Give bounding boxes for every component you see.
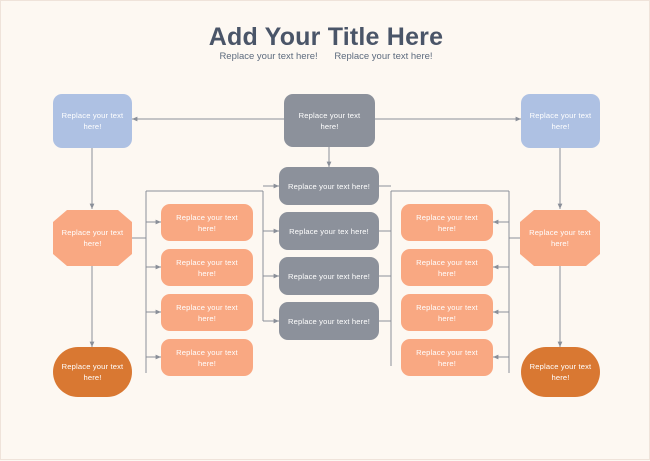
node-left-column-2[interactable]: Replace your text here! (161, 249, 253, 286)
subtitle-part-2: Replace your text here! (334, 51, 433, 62)
subtitle-part-1: Replace your text here! (219, 51, 318, 62)
node-left-column-3-label: Replace your text here! (176, 302, 238, 323)
node-mid-right-label: Replace your text here! (529, 228, 591, 248)
node-top-center[interactable]: Replace your text here! (284, 94, 375, 147)
node-right-column-3[interactable]: Replace your text here! (401, 294, 493, 331)
node-left-column-4-label: Replace your text here! (176, 347, 238, 368)
node-center-column-2-label: Replace your tex here! (289, 226, 369, 236)
node-left-column-1-label: Replace your text here! (176, 212, 238, 233)
node-center-column-1-label: Replace your text here! (288, 181, 370, 191)
node-center-column-3[interactable]: Replace your text here! (279, 257, 379, 295)
page-subtitle: Replace your text here! Replace your tex… (1, 51, 650, 62)
node-mid-left[interactable]: Replace your text here! (53, 210, 132, 266)
node-bottom-right-label: Replace your text here! (529, 362, 592, 382)
node-mid-left-label: Replace your text here! (61, 228, 124, 248)
node-center-column-1[interactable]: Replace your text here! (279, 167, 379, 205)
node-top-center-label: Replace your text here! (298, 110, 361, 131)
node-right-column-4[interactable]: Replace your text here! (401, 339, 493, 376)
node-right-column-2-label: Replace your text here! (416, 257, 478, 278)
node-right-column-3-label: Replace your text here! (416, 302, 478, 323)
node-left-column-1[interactable]: Replace your text here! (161, 204, 253, 241)
node-mid-right[interactable]: Replace your text here! (520, 210, 600, 266)
node-right-column-1[interactable]: Replace your text here! (401, 204, 493, 241)
node-right-column-4-label: Replace your text here! (416, 347, 478, 368)
node-center-column-4-label: Replace your text here! (288, 316, 370, 326)
node-right-column-1-label: Replace your text here! (416, 212, 478, 233)
node-center-column-2[interactable]: Replace your tex here! (279, 212, 379, 250)
node-center-column-3-label: Replace your text here! (288, 271, 370, 281)
node-center-column-4[interactable]: Replace your text here! (279, 302, 379, 340)
node-top-left[interactable]: Replace your text here! (53, 94, 132, 148)
node-left-column-3[interactable]: Replace your text here! (161, 294, 253, 331)
node-left-column-2-label: Replace your text here! (176, 257, 238, 278)
node-bottom-left-label: Replace your text here! (61, 362, 124, 382)
node-bottom-right[interactable]: Replace your text here! (521, 347, 600, 397)
node-bottom-left[interactable]: Replace your text here! (53, 347, 132, 397)
node-right-column-2[interactable]: Replace your text here! (401, 249, 493, 286)
node-left-column-4[interactable]: Replace your text here! (161, 339, 253, 376)
node-top-right[interactable]: Replace your text here! (521, 94, 600, 148)
node-top-right-label: Replace your text here! (529, 111, 592, 131)
page-title: Add Your Title Here (208, 23, 444, 51)
node-top-left-label: Replace your text here! (61, 111, 124, 131)
